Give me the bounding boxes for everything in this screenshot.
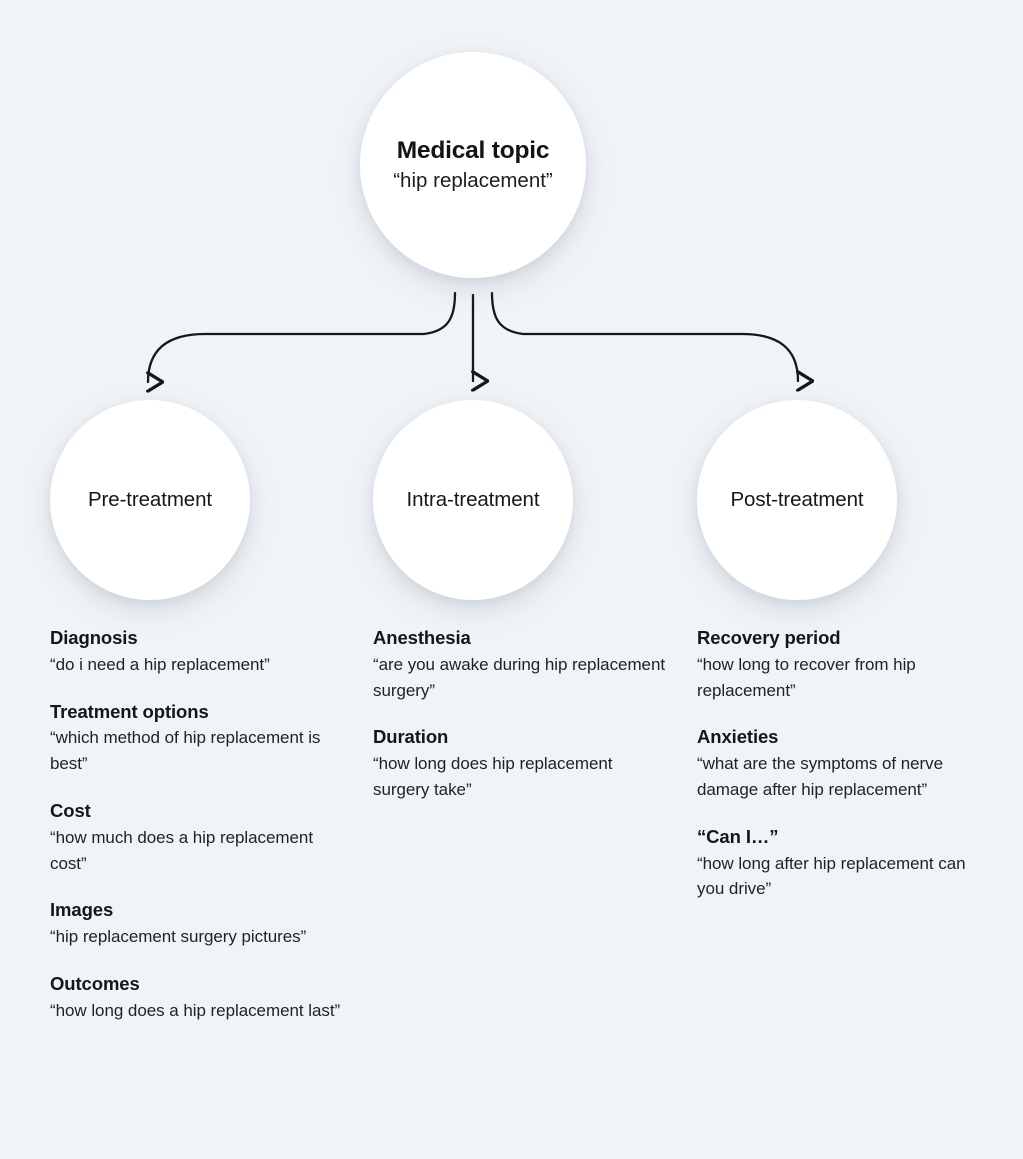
entry-can-i: “Can I…” “how long after hip replacement… xyxy=(697,825,997,902)
entry-title: Treatment options xyxy=(50,700,209,722)
node-pre-treatment[interactable]: Pre-treatment xyxy=(50,400,250,600)
entry-query: “how long to recover from hip replacemen… xyxy=(697,654,916,700)
column-pre-treatment: Diagnosis “do i need a hip replacement” … xyxy=(50,626,350,1024)
entry-query: “how much does a hip replacement cost” xyxy=(50,827,313,873)
entry-query: “are you awake during hip replacement su… xyxy=(373,654,666,700)
entry-title: Cost xyxy=(50,800,91,822)
entry-title: Anxieties xyxy=(697,726,779,748)
entry-title: Outcomes xyxy=(50,973,140,995)
node-medical-topic-title: Medical topic xyxy=(396,136,550,164)
entry-duration: Duration “how long does hip replacement … xyxy=(373,725,673,802)
entry-title: Recovery period xyxy=(697,627,841,648)
entry-recovery-period: Recovery period “how long to recover fro… xyxy=(697,626,997,703)
node-intra-treatment-label: Intra-treatment xyxy=(406,488,540,511)
node-post-treatment-label: Post-treatment xyxy=(730,488,864,511)
entry-query: “which method of hip replacement is best… xyxy=(50,728,321,774)
entry-query: “how long after hip replacement can you … xyxy=(697,853,966,899)
entry-outcomes: Outcomes “how long does a hip replacemen… xyxy=(50,972,350,1024)
node-post-treatment[interactable]: Post-treatment xyxy=(697,400,897,600)
entry-query: “how long does a hip replacement last” xyxy=(50,1000,341,1020)
entry-query: “hip replacement surgery pictures” xyxy=(50,927,307,947)
connector-root-to-pre-treatment xyxy=(148,291,457,382)
node-medical-topic[interactable]: Medical topic “hip replacement” xyxy=(360,52,586,278)
entry-query: “how long does hip replacement surgery t… xyxy=(373,754,613,800)
entry-title: “Can I…” xyxy=(697,825,779,847)
entry-title: Duration xyxy=(373,726,449,748)
entry-title: Images xyxy=(50,899,114,921)
column-post-treatment: Recovery period “how long to recover fro… xyxy=(697,626,997,902)
entry-title: Anesthesia xyxy=(373,627,471,648)
node-intra-treatment[interactable]: Intra-treatment xyxy=(373,400,573,600)
entry-query: “do i need a hip replacement” xyxy=(50,654,270,674)
entry-cost: Cost “how much does a hip replacement co… xyxy=(50,799,350,876)
node-pre-treatment-label: Pre-treatment xyxy=(87,488,213,511)
column-intra-treatment: Anesthesia “are you awake during hip rep… xyxy=(373,626,673,803)
entry-images: Images “hip replacement surgery pictures… xyxy=(50,898,350,950)
entry-treatment-options: Treatment options “which method of hip r… xyxy=(50,700,350,777)
node-medical-topic-subtitle: “hip replacement” xyxy=(393,168,553,192)
entry-anesthesia: Anesthesia “are you awake during hip rep… xyxy=(373,626,673,703)
connector-root-to-post-treatment xyxy=(490,291,798,381)
entry-query: “what are the symptoms of nerve damage a… xyxy=(697,754,943,800)
entry-diagnosis: Diagnosis “do i need a hip replacement” xyxy=(50,626,350,678)
entry-anxieties: Anxieties “what are the symptoms of nerv… xyxy=(697,725,997,802)
entry-title: Diagnosis xyxy=(50,627,138,648)
